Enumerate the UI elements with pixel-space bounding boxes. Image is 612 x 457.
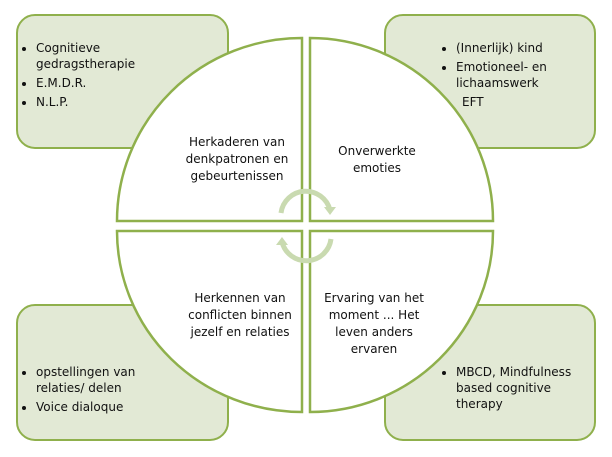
quadrant-bottom-right <box>308 229 495 414</box>
list-item: N.L.P. <box>36 94 172 110</box>
list-item: (Innerlijk) kind <box>456 40 582 56</box>
quadrant-bottom-left-label: Herkennen van conflicten binnen jezelf e… <box>188 291 292 339</box>
list-item: opstellingen van relaties/ delen <box>36 364 172 396</box>
arrowhead-bottom-icon <box>276 237 288 245</box>
quadrant-top-left-label: Herkaderen van denkpatronen en gebeurten… <box>185 135 289 183</box>
box-bottom-right-text: MBCD, Mindfulness based cognitive therap… <box>442 364 592 415</box>
quadrant-top-right <box>308 36 495 223</box>
quadrant-top-right-label: Onverwerkte emoties <box>338 144 416 175</box>
quadrant-bottom-right-label: Ervaring van het moment ... Het leven an… <box>324 291 424 356</box>
arrowhead-top-icon <box>324 207 336 215</box>
quadrant-top-left <box>115 36 304 223</box>
box-bottom-left-text: opstellingen van relaties/ delen Voice d… <box>22 364 172 418</box>
box-top-left-text: Cognitieve gedragstherapie E.M.D.R. N.L.… <box>22 40 172 113</box>
list-item: Voice dialoque <box>36 399 172 415</box>
list-item: Emotioneel- en lichaamswerk <box>456 59 582 91</box>
cycle-arrow-bottom-icon <box>279 238 334 264</box>
list-item: EFT <box>462 95 484 109</box>
list-item: E.M.D.R. <box>36 75 172 91</box>
list-item: Cognitieve gedragstherapie <box>36 40 172 72</box>
cycle-arrow-top-icon <box>278 188 333 214</box>
quadrant-bottom-left <box>115 229 304 414</box>
list-item: MBCD, Mindfulness based cognitive therap… <box>456 364 592 412</box>
box-top-right-text: (Innerlijk) kind Emotioneel- en lichaams… <box>442 40 582 113</box>
